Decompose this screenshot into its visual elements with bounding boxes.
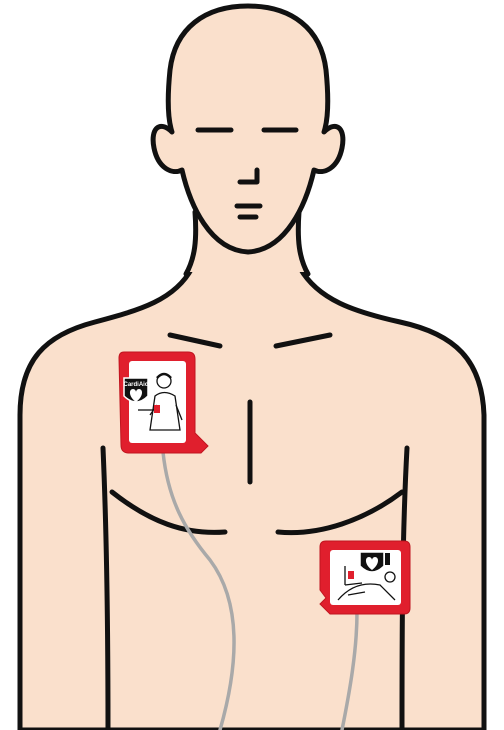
brand-text: CardiAid bbox=[123, 382, 148, 388]
left-side-pad bbox=[320, 541, 410, 614]
brand-strip bbox=[385, 553, 390, 565]
mini-pad-icon bbox=[348, 571, 354, 579]
mini-pad-icon bbox=[154, 405, 160, 413]
brand-badge: CardiAid bbox=[123, 378, 148, 402]
torso bbox=[20, 268, 484, 730]
right-chest-pad: CardiAid bbox=[119, 352, 208, 453]
